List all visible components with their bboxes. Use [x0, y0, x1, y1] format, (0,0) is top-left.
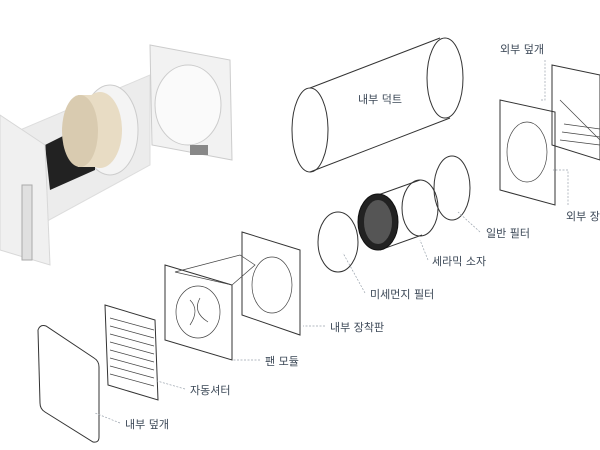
fan-module-drawing	[164, 254, 256, 361]
label-inner-mount-plate: 내부 장착판	[330, 321, 385, 334]
auto-shutter-drawing	[104, 304, 159, 401]
outer-parts-drawing	[499, 64, 600, 206]
label-fan-module: 팬 모듈	[265, 355, 299, 368]
label-inner-duct: 내부 덕트	[358, 93, 402, 106]
filters-drawing	[317, 155, 471, 273]
label-outer-mount: 외부 장	[566, 210, 600, 223]
inner-duct-drawing	[291, 37, 464, 173]
label-fine-dust-filter: 미세먼지 필터	[370, 288, 435, 301]
inner-mount-plate-drawing	[241, 231, 301, 336]
label-general-filter: 일반 필터	[486, 227, 530, 240]
label-ceramic-core: 세라믹 소자	[432, 255, 487, 268]
assembled-unit-render	[0, 44, 233, 266]
label-inner-cover: 내부 덮개	[125, 418, 169, 431]
inner-cover-drawing	[37, 325, 100, 443]
leader-lines	[94, 60, 569, 424]
label-outer-cover: 외부 덮개	[500, 43, 544, 56]
label-auto-shutter: 자동셔터	[190, 384, 231, 397]
